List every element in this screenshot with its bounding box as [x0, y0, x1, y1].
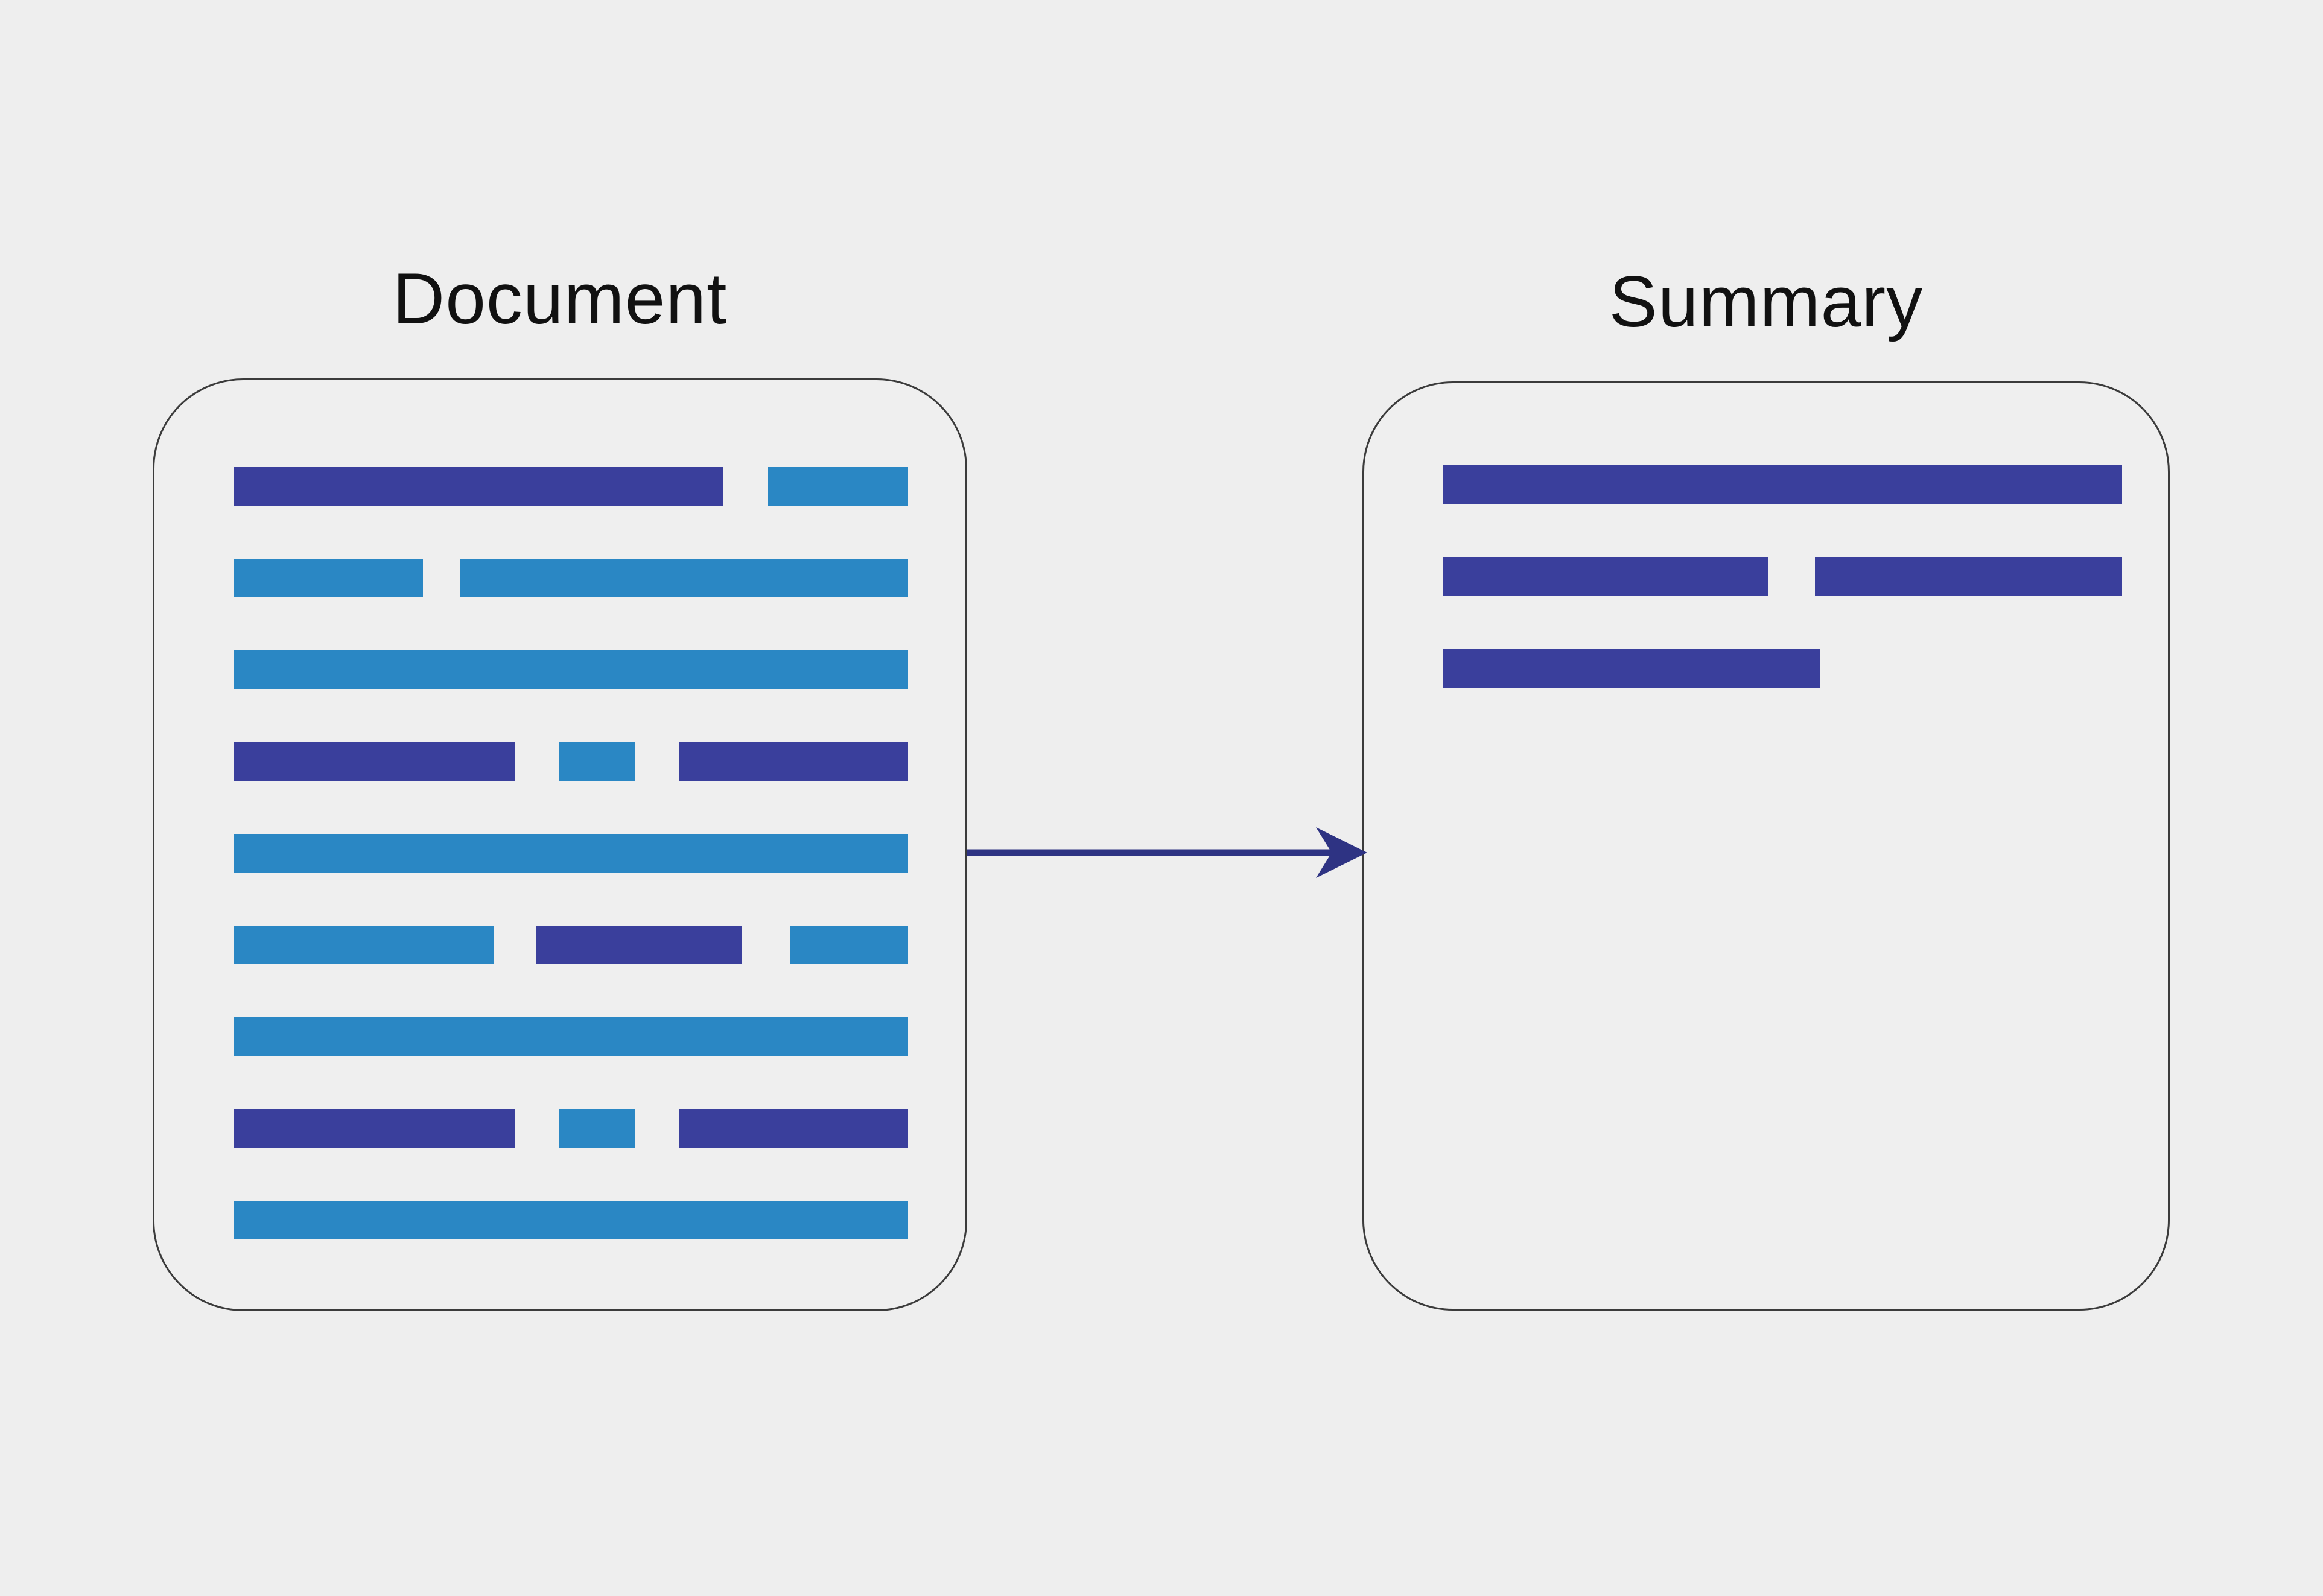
summary-box	[1362, 381, 2170, 1311]
document-line-bar	[679, 742, 908, 781]
document-line-bar	[234, 467, 723, 506]
document-line-bar	[234, 1109, 515, 1148]
summary-line-bar	[1443, 465, 2122, 504]
document-line-bar	[234, 559, 423, 597]
document-line-bar	[234, 1201, 908, 1239]
arrow-head-icon	[1316, 827, 1367, 878]
summary-line-bar	[1815, 557, 2122, 596]
document-line-bar	[536, 926, 742, 964]
document-line-bar	[234, 650, 908, 689]
document-line-bar	[679, 1109, 908, 1148]
summary-line-bar	[1443, 649, 1820, 688]
document-line-bar	[768, 467, 908, 506]
document-line-bar	[234, 926, 494, 964]
document-box	[153, 378, 967, 1311]
document-line-bar	[460, 559, 908, 597]
document-line-bar	[234, 834, 908, 873]
document-title: Document	[392, 258, 728, 339]
document-line-bar	[559, 742, 635, 781]
summary-line-bar	[1443, 557, 1768, 596]
document-line-bar	[790, 926, 908, 964]
document-line-bar	[234, 1017, 908, 1056]
summary-title: Summary	[1609, 261, 1924, 342]
document-line-bar	[559, 1109, 635, 1148]
document-line-bar	[234, 742, 515, 781]
flow-arrow	[967, 827, 1367, 878]
